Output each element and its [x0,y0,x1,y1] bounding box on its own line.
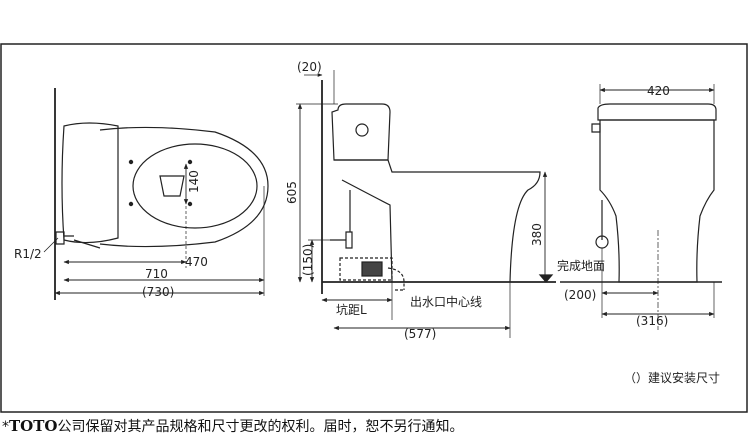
legend-note: （）建议安装尺寸 [624,371,721,385]
top-view-drain-hole [159,175,185,197]
top-view-seat-opening [132,143,258,229]
label-seat-height-380: 380 [530,223,544,246]
label-supply-width-316: (316) [636,314,668,328]
label-seat-hole-140: 140 [187,170,201,193]
label-rough-in-L: 坑距L [336,302,367,317]
footer-brand: TOTO [9,417,58,435]
side-view-supply-pipe [330,190,353,249]
side-view-drain-fitting [361,261,383,277]
footer-text: 公司保留对其产品规格和尺寸更改的权利。届时，恕不另行通知。 [57,419,464,435]
side-view-flush-button [355,123,369,137]
top-view-bolt-hole [187,159,193,165]
label-height-605: 605 [285,181,299,204]
top-view-tank [61,122,119,244]
label-wall-gap-20: (20) [297,60,322,74]
front-view-supply-valve [595,200,609,249]
label-supply-height-150: (150) [301,244,315,276]
top-view-bowl-outline [99,126,269,248]
leader-r12 [43,237,59,253]
front-view-body [599,119,715,283]
front-view-lever [591,123,601,133]
front-view-tank [597,103,717,121]
top-view-bolt-hole [128,201,134,207]
label-outlet-centerline: 出水口中心线 [410,294,482,309]
label-finished-floor: 完成地面 [557,258,605,273]
front-view [560,84,722,330]
side-view-tank [331,103,391,161]
top-view [43,88,269,300]
label-length-730: (730) [142,285,174,299]
side-view [296,70,556,338]
label-length-710: 710 [145,267,168,281]
side-view-body [334,159,541,283]
label-width-420: 420 [647,84,670,98]
label-outlet-to-front-577: (577) [404,327,436,341]
top-view-supply-valve [55,231,101,249]
side-view-base [341,179,393,283]
footer-asterisk: * [2,419,9,435]
top-view-bolt-hole [187,201,193,207]
label-supply-thread: R1/2 [14,247,42,261]
footer-disclaimer: *TOTO公司保留对其产品规格和尺寸更改的权利。届时，恕不另行通知。 [2,416,463,436]
drawing-frame [0,43,748,413]
side-view-outlet-pipe [387,267,405,291]
floor-marker-arrow [538,274,554,283]
top-view-bolt-hole [128,159,134,165]
label-supply-offset-200: (200) [564,288,596,302]
label-rough-in-470: 470 [185,255,208,269]
